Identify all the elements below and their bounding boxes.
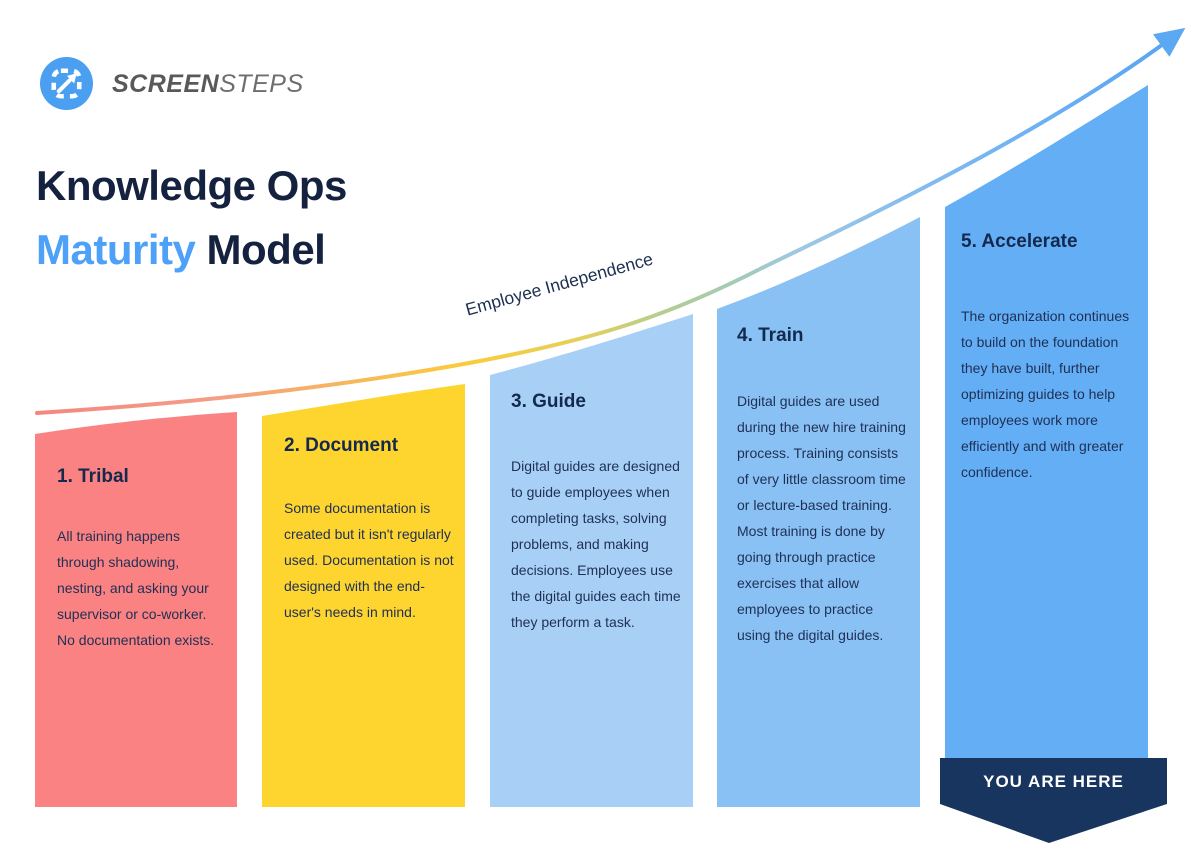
stage-card-train [717, 217, 920, 807]
brand-name-bold: SCREEN [112, 70, 220, 98]
stage-card-tribal [35, 412, 237, 807]
arrow-head-icon [67, 73, 77, 84]
page-title-line1: Knowledge Ops [36, 162, 347, 209]
stage-card-accelerate [945, 85, 1148, 770]
stage-card-guide [490, 314, 693, 807]
stage-heading-tribal: 1. Tribal [57, 466, 129, 487]
stage-card-document [262, 384, 465, 807]
brand-name-light: STEPS [219, 70, 304, 98]
growth-curve-arrow [35, 27, 1186, 415]
screensteps-logo-icon [40, 57, 93, 110]
page-title-highlight: Maturity [36, 226, 196, 273]
stage-body-train: Digital guides are used during the new h… [737, 393, 906, 643]
dashed-frame-icon [51, 68, 82, 99]
stage-body-guide: Digital guides are designed to guide emp… [511, 458, 681, 630]
stage-heading-guide: 3. Guide [511, 391, 586, 412]
arrow-shaft-icon [56, 78, 72, 94]
you-are-here-label: YOU ARE HERE [983, 771, 1124, 791]
brand-name: SCREENSTEPS [112, 70, 304, 99]
page-title-rest: Model [206, 226, 326, 273]
stage-body-document: Some documentation is created but it isn… [284, 500, 454, 620]
stage-body-accelerate: The organization continues to build on t… [961, 308, 1130, 480]
stage-heading-train: 4. Train [737, 325, 804, 346]
stage-heading-accelerate: 5. Accelerate [961, 231, 1078, 252]
page-title-line2: Maturity Model [36, 226, 326, 274]
stage-heading-document: 2. Document [284, 435, 399, 456]
stage-body-tribal: All training happens through shadowing, … [57, 528, 215, 648]
you-are-here-banner-shape [940, 758, 1167, 843]
